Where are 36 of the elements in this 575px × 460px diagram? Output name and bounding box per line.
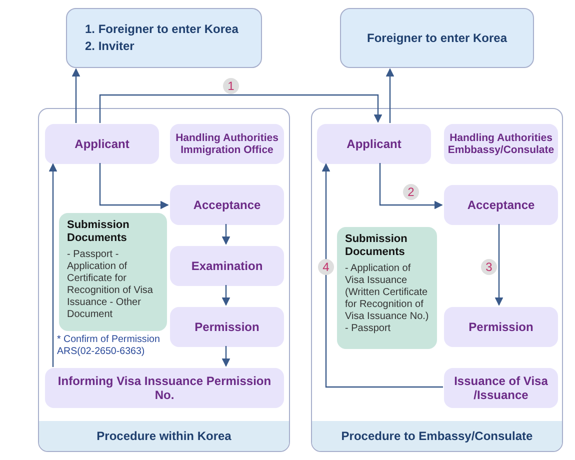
authority-box: Handling Authorities Immigration Office (170, 124, 284, 164)
card-heading: Submission Documents (67, 219, 130, 245)
authority-box: Handling Authorities Embbassy/Consulate (444, 124, 558, 164)
note-text: * Confirm of Permission ARS(02-2650-6363) (57, 334, 161, 358)
process-box: Examination (170, 246, 284, 286)
arrow (379, 163, 443, 210)
procedure-panel (38, 108, 290, 452)
arrow (99, 163, 169, 210)
process-box: Issuance of Visa /Issuance (444, 368, 558, 408)
list-text: - Application of Visa Issuance (Written Certificate for Recognition of Visa Issuance No.) - Passport (345, 263, 429, 335)
arrow (222, 285, 230, 306)
arrow (48, 163, 58, 367)
arrow (222, 224, 230, 245)
card-heading: Submission Documents (345, 233, 408, 259)
list-text: - Passport - Application of Certificate for Recognition of Visa Issuance - Other Document (67, 249, 154, 321)
process-box: Applicant (45, 124, 159, 164)
target-box: Foreigner to enter Korea (340, 8, 534, 68)
document-card (337, 227, 437, 349)
step-number: 1 (223, 78, 239, 94)
process-box: Acceptance (170, 185, 284, 225)
process-box: Permission (444, 307, 558, 347)
arrow (99, 94, 382, 123)
arrow (222, 346, 230, 367)
panel-footer: Procedure to Embassy/Consulate (312, 421, 562, 451)
process-box: Permission (170, 307, 284, 347)
process-box: Informing Visa Inssuance Permission No. (45, 368, 284, 408)
arrow (72, 68, 80, 123)
target-box: 1. Foreigner to enter Korea 2. Inviter (66, 8, 262, 68)
procedure-panel (311, 108, 563, 452)
document-card (59, 213, 167, 331)
arrow (494, 224, 504, 306)
process-box: Applicant (317, 124, 431, 164)
panel-footer: Procedure within Korea (39, 421, 289, 451)
process-box: Acceptance (444, 185, 558, 225)
arrow (386, 68, 394, 123)
arrow (322, 163, 443, 388)
